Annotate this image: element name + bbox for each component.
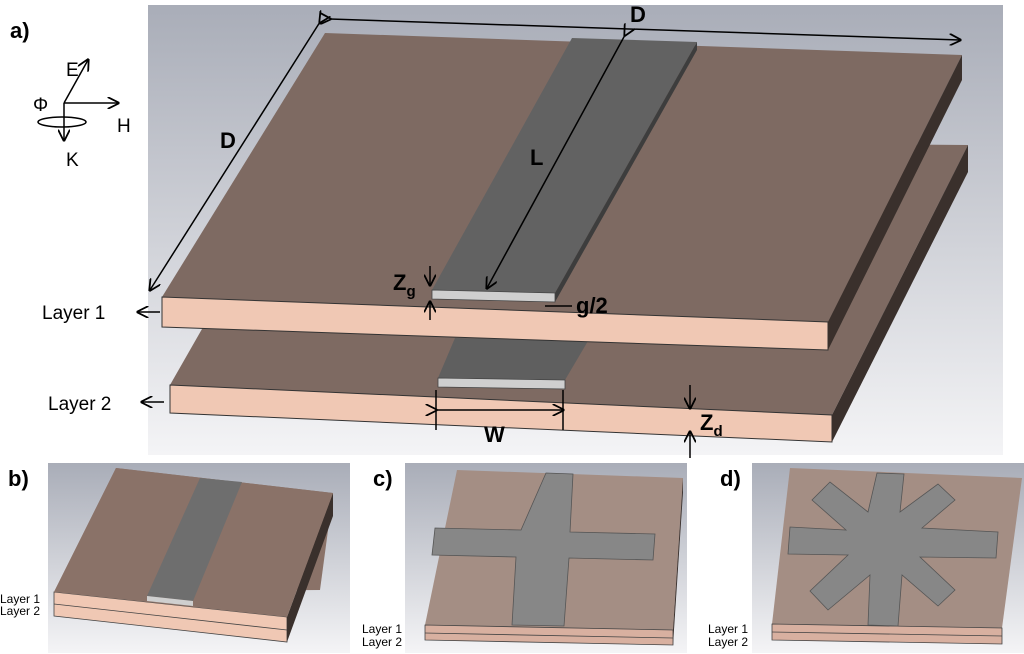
dimension-d-left: D (220, 128, 236, 153)
axis-phi-label: Φ (33, 95, 48, 116)
panel-d: d) Layer 1 Layer 2 (708, 463, 1024, 653)
axis-h-label: H (117, 116, 131, 137)
panel-c-layer-2: Layer 2 (362, 635, 402, 649)
layer-2-strip (437, 338, 588, 390)
panel-c-label: c) (373, 466, 393, 491)
panel-b-label: b) (8, 466, 29, 491)
panel-d-label: d) (720, 466, 741, 491)
panel-a-label: a) (10, 18, 30, 43)
panel-c: c) Layer 1 Layer 2 (362, 463, 687, 653)
dimension-zg: Zg (393, 270, 416, 300)
panel-a: a) E H K Φ D D L Zg g/2 W Zd Layer 1 Lay… (10, 2, 1003, 458)
axis-k-label: K (66, 150, 79, 171)
star-shape (787, 472, 999, 627)
panel-b-layer-1: Layer 1 (0, 592, 40, 606)
field-axes-icon (37, 60, 118, 140)
panel-c-layer-1: Layer 1 (362, 622, 402, 636)
panel-b: b) Layer 1 Layer 2 (0, 463, 350, 653)
dimension-zd: Zd (700, 410, 723, 440)
axis-e-label: E (66, 60, 79, 81)
dimension-w: W (484, 422, 505, 447)
dimension-l: L (530, 145, 543, 170)
layer-2-label: Layer 2 (48, 394, 111, 415)
layer-1-label: Layer 1 (42, 303, 105, 324)
dimension-g-half: g/2 (576, 293, 608, 318)
dimension-lines (138, 19, 960, 458)
panel-d-layer-1: Layer 1 (708, 622, 748, 636)
panel-d-layer-2: Layer 2 (708, 635, 748, 649)
panel-b-layer-2: Layer 2 (0, 604, 40, 618)
dimension-d-top: D (630, 2, 646, 27)
